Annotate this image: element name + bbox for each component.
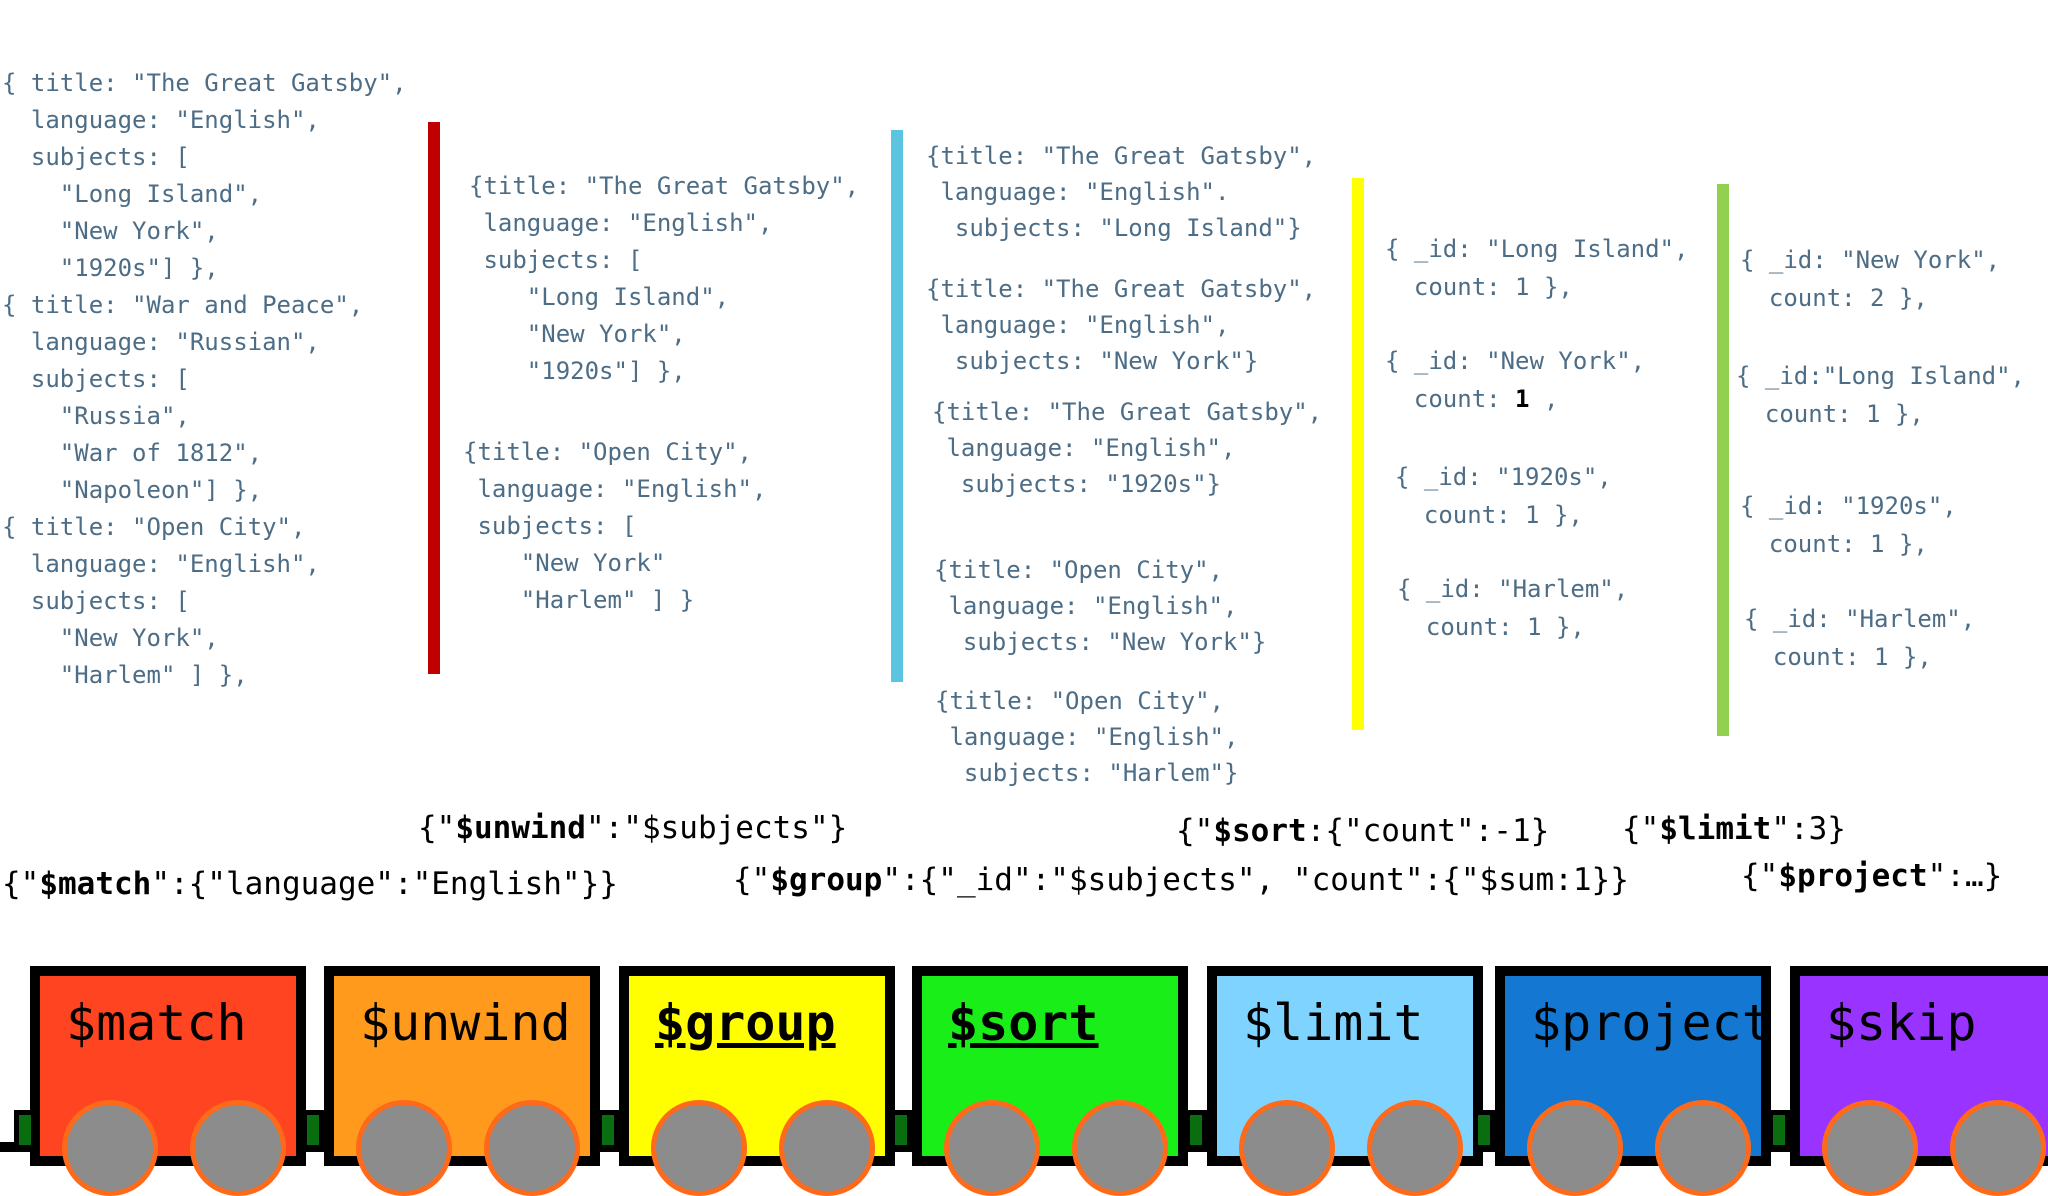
wheel-icon [484, 1100, 580, 1196]
stage-car-label: $match [66, 994, 247, 1052]
car-coupler [1768, 1110, 1790, 1150]
group-output-new-york: { _id: "New York", count: 1 , [1385, 342, 1645, 418]
stage-car-match: $match [30, 966, 306, 1196]
unwind-output-3: {title: "The Great Gatsby", language: "E… [932, 398, 1323, 498]
sort-expression: {"$sort:{"count":-1} [1176, 813, 1550, 849]
car-coupler [1473, 1110, 1495, 1150]
wheel-icon [62, 1100, 158, 1196]
group-expression: {"$group":{"_id":"$subjects", "count":{"… [733, 862, 1629, 898]
match-expression: {"$match":{"language":"English"}} [2, 866, 618, 902]
car-coupler [597, 1110, 619, 1150]
stage-car-label: $group [655, 994, 836, 1052]
car-coupler [890, 1110, 912, 1150]
wheel-icon [651, 1100, 747, 1196]
stage-car-group: $group [619, 966, 895, 1196]
wheel-icon [779, 1100, 875, 1196]
stage-car-label: $unwind [360, 994, 571, 1052]
stage-car-project: $project [1495, 966, 1772, 1196]
wheel-icon [1072, 1100, 1168, 1196]
stage-car-unwind: $unwind [324, 966, 600, 1196]
stage-car-skip: $skip [1790, 966, 2048, 1196]
car-coupler [302, 1110, 324, 1150]
group-count-tail: , [1529, 385, 1559, 413]
group-output-new-york-lines: { _id: "New York", count: [1385, 347, 1646, 413]
limit-expression: {"$limit":3} [1622, 811, 1846, 847]
unwind-output-4: {title: "Open City", language: "English"… [934, 556, 1267, 656]
group-output-harlem: { _id: "Harlem", count: 1 }, [1397, 575, 1629, 641]
sort-output-long-island: { _id:"Long Island", count: 1 }, [1736, 362, 2025, 428]
project-expression: {"$project":…} [1741, 858, 2003, 894]
car-coupler [14, 1110, 36, 1150]
group-divider [1352, 178, 1364, 730]
wheel-icon [1655, 1100, 1751, 1196]
stage-car-label: $sort [948, 994, 1099, 1052]
wheel-icon [190, 1100, 286, 1196]
sort-output-new-york: { _id: "New York", count: 2 }, [1740, 246, 2001, 312]
wheel-icon [1527, 1100, 1623, 1196]
wheel-icon [944, 1100, 1040, 1196]
stage-car-limit: $limit [1207, 966, 1483, 1196]
match-divider [428, 122, 440, 674]
group-output-1920s: { _id: "1920s", count: 1 }, [1395, 463, 1612, 529]
car-coupler [1185, 1110, 1207, 1150]
match-output-open-city: {title: "Open City", language: "English"… [463, 438, 767, 614]
stage-car-sort: $sort [912, 966, 1188, 1196]
sort-output-1920s: { _id: "1920s", count: 1 }, [1740, 492, 1957, 558]
wheel-icon [1239, 1100, 1335, 1196]
stage-car-label: $limit [1243, 994, 1424, 1052]
wheel-icon [356, 1100, 452, 1196]
stage-car-label: $skip [1826, 994, 1977, 1052]
unwind-output-2: {title: "The Great Gatsby", language: "E… [926, 275, 1317, 375]
unwind-output-5: {title: "Open City", language: "English"… [935, 687, 1239, 787]
input-documents: { title: "The Great Gatsby", language: "… [2, 69, 407, 689]
wheel-icon [1822, 1100, 1918, 1196]
sort-divider [1717, 184, 1729, 736]
match-output-gatsby: {title: "The Great Gatsby", language: "E… [469, 172, 860, 385]
stage-car-label: $project [1531, 994, 1772, 1052]
wheel-icon [1367, 1100, 1463, 1196]
unwind-divider [891, 130, 903, 682]
group-output-long-island: { _id: "Long Island", count: 1 }, [1385, 235, 1689, 301]
group-count-highlight: 1 [1515, 385, 1530, 413]
unwind-expression: {"$unwind":"$subjects"} [418, 810, 848, 846]
sort-output-harlem: { _id: "Harlem", count: 1 }, [1744, 605, 1976, 671]
wheel-icon [1950, 1100, 2046, 1196]
unwind-output-1: {title: "The Great Gatsby", language: "E… [926, 142, 1317, 242]
